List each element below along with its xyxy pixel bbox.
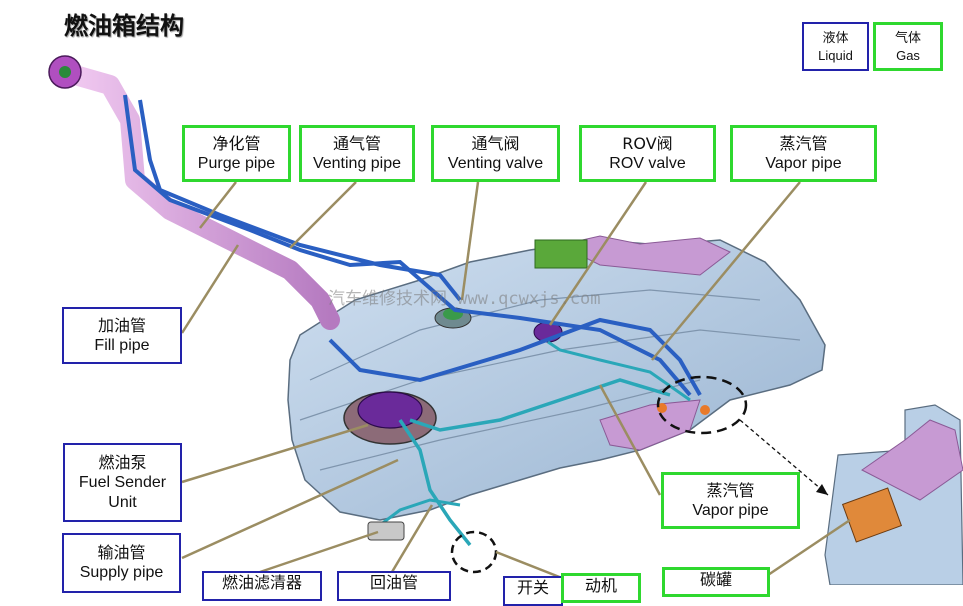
label-fuel-sender-zh: 燃油泵 [98,452,147,472]
legend-liquid-zh: 液体 [822,30,849,46]
label-rov-valve: ROV阀 ROV valve [579,125,716,182]
filter-pipe-line [379,498,461,527]
leader-canister [767,518,851,577]
venting-pipe-line [123,94,692,397]
leader-purge [199,181,237,229]
legend-gas-en: Gas [896,47,920,63]
label-vapor-pipe-mid-en: Vapor pipe [692,501,769,519]
leader-venting-valve [460,181,480,301]
label-vapor-pipe-top: 蒸汽管 Vapor pipe [730,125,877,182]
label-fill-pipe-zh: 加油管 [97,315,146,335]
canister-arrow [739,419,829,496]
label-venting-valve-zh: 通气阀 [471,133,520,153]
purge-pipe-line [138,99,462,302]
label-fuel-sender: 燃油泵 Fuel Sender Unit [63,443,182,522]
leader-vapor-mid [598,384,662,496]
label-pump-zh: 动机 [584,576,617,595]
leader-fill [180,244,240,334]
tank-green-bracket [534,239,588,269]
leader-filter [259,530,379,574]
fuel-filler-inner [59,66,71,78]
fuel-tank-body [287,239,826,521]
highlight-circle-switch [450,530,498,574]
page-title: 燃油箱结构 [64,12,184,40]
label-vapor-pipe-mid-zh: 蒸汽管 [706,480,755,500]
label-venting-pipe-zh: 通气管 [332,133,381,153]
legend-gas: 气体 Gas [873,22,943,71]
label-venting-valve: 通气阀 Venting valve [431,125,560,182]
label-vapor-pipe-top-zh: 蒸汽管 [779,133,828,153]
label-canister-zh: 碳罐 [699,570,732,589]
canister-arrowhead [816,484,828,495]
rov-pipe-line [547,340,691,402]
fuel-filter [367,521,405,541]
label-fuel-sender-en1: Fuel Sender [78,473,167,491]
label-supply-pipe: 输油管 Supply pipe [62,533,181,593]
label-purge-pipe-zh: 净化管 [212,133,261,153]
leader-pump [495,550,563,580]
legend-gas-zh: 气体 [894,30,921,46]
label-vapor-pipe-mid: 蒸汽管 Vapor pipe [661,472,800,529]
label-switch-zh: 开关 [516,578,549,597]
label-switch: 开关 [503,576,563,606]
label-venting-valve-en: Venting valve [447,154,544,172]
label-venting-pipe: 通气管 Venting pipe [299,125,415,182]
label-vapor-pipe-top-en: Vapor pipe [765,154,842,172]
legend-liquid-en: Liquid [818,47,853,63]
canister-detail-unit [841,487,903,543]
connector-orange-2 [700,405,710,415]
label-purge-pipe-en: Purge pipe [197,154,276,172]
label-venting-pipe-en: Venting pipe [312,154,402,172]
fuel-sender-cap [357,391,423,429]
connector-orange-1 [657,403,667,413]
leader-rov [548,181,648,326]
highlight-circle-valve [656,375,748,435]
watermark: 汽车维修技术网 www.qcwxjs.com [328,289,601,309]
tank-bottom-shield [599,399,701,451]
label-rov-valve-zh: ROV阀 [622,133,673,153]
leader-vapor-top [651,181,801,361]
label-fuel-filter-zh: 燃油滤清器 [221,573,302,592]
fuel-tank-diagram: 汽车维修技术网 www.qcwxjs.com [48,55,963,585]
return-pipe-line [409,378,671,432]
label-canister: 碳罐 [662,567,770,597]
supply-pipe-line [398,419,472,547]
leader-sender [181,423,369,484]
leader-return [390,504,434,573]
label-supply-pipe-zh: 输油管 [97,543,146,562]
legend-liquid: 液体 Liquid [802,22,869,71]
vapor-pipe-line [328,317,702,396]
label-fill-pipe: 加油管 Fill pipe [62,307,182,364]
label-rov-valve-en: ROV valve [609,154,686,172]
label-fuel-filter: 燃油滤清器 [202,571,322,601]
label-purge-pipe: 净化管 Purge pipe [182,125,291,182]
label-pump: 动机 [561,573,641,603]
label-supply-pipe-en: Supply pipe [79,564,164,581]
canister-detail-shield [861,419,963,501]
label-fuel-sender-en2: Unit [108,493,137,511]
label-return-pipe: 回油管 [337,571,451,601]
leader-venting-pipe [289,181,357,249]
leader-supply [181,458,399,560]
fill-pipe [65,65,340,330]
label-fill-pipe-en: Fill pipe [94,336,150,354]
label-return-pipe-zh: 回油管 [369,573,418,592]
